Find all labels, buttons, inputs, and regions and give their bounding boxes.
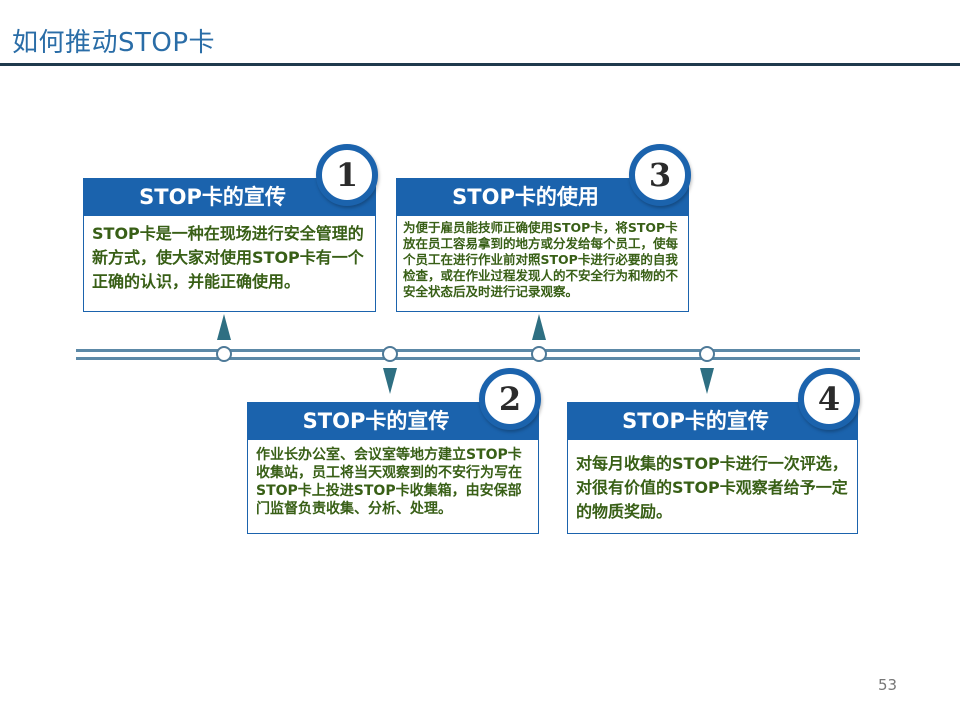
pointer-down-4 [700,368,714,394]
timeline-line-top [76,349,860,352]
step-number-badge: 3 [629,144,691,206]
pointer-up-1 [217,314,231,340]
card-heading: STOP卡的宣传 [247,402,539,440]
pointer-down-2 [383,368,397,394]
step-card-2: STOP卡的宣传 作业长办公室、会议室等地方建立STOP卡收集站，员工将当天观察… [247,368,541,534]
timeline-node-4 [699,346,715,362]
step-number-badge: 1 [316,144,378,206]
step-card-1: STOP卡的宣传 STOP卡是一种在现场进行安全管理的新方式，使大家对使用STO… [83,144,378,312]
card-body: 对每月收集的STOP卡进行一次评选，对很有价值的STOP卡观察者给予一定的物质奖… [567,440,858,534]
timeline-node-3 [531,346,547,362]
slide-title: 如何推动STOP卡 [12,28,216,58]
step-card-3: STOP卡的使用 为便于雇员能技师正确使用STOP卡，将STOP卡放在员工容易拿… [396,144,691,312]
card-body: 作业长办公室、会议室等地方建立STOP卡收集站，员工将当天观察到的不安行为写在S… [247,440,539,534]
timeline-node-1 [216,346,232,362]
card-body: STOP卡是一种在现场进行安全管理的新方式，使大家对使用STOP卡有一个正确的认… [83,216,376,312]
step-number-badge: 4 [798,368,860,430]
step-card-4: STOP卡的宣传 对每月收集的STOP卡进行一次评选，对很有价值的STOP卡观察… [567,368,860,534]
step-number-badge: 2 [479,368,541,430]
card-body: 为便于雇员能技师正确使用STOP卡，将STOP卡放在员工容易拿到的地方或分发给每… [396,216,689,312]
pointer-up-3 [532,314,546,340]
timeline-line-bottom [76,357,860,360]
title-divider [0,63,960,66]
timeline-node-2 [382,346,398,362]
page-number: 53 [878,676,898,694]
